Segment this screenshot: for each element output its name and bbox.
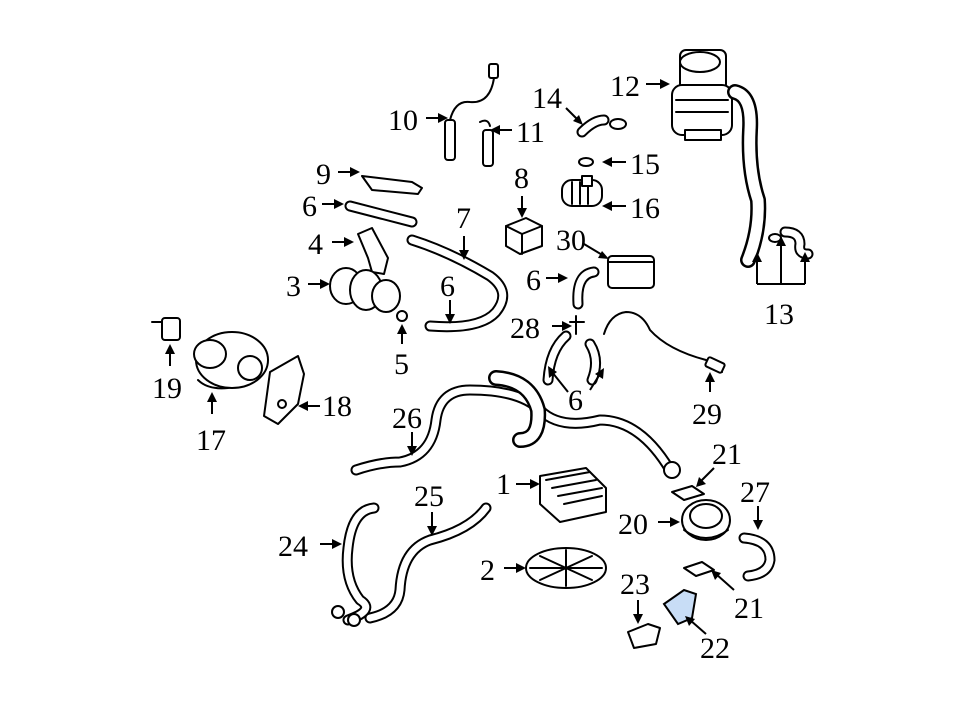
part-9-bracket [361, 175, 423, 195]
part-21-gasket-upper [671, 485, 705, 501]
part-6-hoses-lower [542, 330, 601, 386]
part-7-hose [406, 234, 509, 333]
callout-3: 3 [286, 270, 301, 303]
part-6-tube-straight [344, 200, 418, 228]
part-26-pipe [350, 370, 681, 479]
callout-18: 18 [322, 390, 352, 423]
callout-15: 15 [630, 148, 660, 181]
callout-6-mid: 6 [440, 270, 455, 303]
callout-11: 11 [516, 116, 545, 149]
callout-17: 17 [196, 424, 226, 457]
part-28-tee [569, 315, 585, 335]
callout-20: 20 [618, 508, 648, 541]
part-27-hose [738, 532, 776, 582]
part-8-switch [505, 217, 543, 255]
part-13-hose [727, 84, 814, 285]
callout-22: 22 [700, 632, 730, 665]
callout-14: 14 [532, 82, 562, 115]
callout-10: 10 [388, 104, 418, 137]
callout-25: 25 [414, 480, 444, 513]
part-19-connector [151, 317, 181, 341]
part-5-screw [396, 310, 408, 322]
part-25-pipe [331, 502, 492, 627]
part-21-gasket-lower [683, 561, 715, 577]
callout-24: 24 [278, 530, 308, 563]
part-22-plate[interactable] [662, 588, 698, 626]
callout-19: 19 [152, 372, 182, 405]
part-24-pipe [341, 502, 380, 626]
part-30-solenoid [607, 255, 655, 289]
leader-arrows [165, 79, 763, 635]
part-29-line [603, 311, 726, 374]
callout-1: 1 [496, 468, 511, 501]
callout-29: 29 [692, 398, 722, 431]
callout-9: 9 [316, 158, 331, 191]
part-10-11-sensors [444, 63, 499, 167]
callout-7: 7 [456, 202, 471, 235]
callout-16: 16 [630, 192, 660, 225]
callout-12: 12 [610, 70, 640, 103]
part-6-small-tube [572, 266, 600, 310]
part-20-valve [681, 499, 731, 541]
part-4-bracket [357, 227, 389, 275]
callout-2: 2 [480, 554, 495, 587]
callout-4: 4 [308, 228, 323, 261]
part-12-valve [671, 49, 733, 141]
callout-30: 30 [556, 224, 586, 257]
part-17-air-pump [193, 331, 269, 390]
part-23-bracket [627, 623, 661, 649]
callout-26: 26 [392, 402, 422, 435]
callout-8: 8 [514, 162, 529, 195]
callout-13: 13 [764, 298, 794, 331]
part-2-filter [525, 547, 607, 589]
callout-6-right: 6 [526, 264, 541, 297]
callout-23: 23 [620, 568, 650, 601]
callout-28: 28 [510, 312, 540, 345]
callout-27: 27 [740, 476, 770, 509]
callout-21-lower: 21 [734, 592, 764, 625]
callout-21-upper: 21 [712, 438, 742, 471]
callout-5: 5 [394, 348, 409, 381]
callout-labels: 1 2 3 4 5 6 6 6 6 7 8 9 10 11 12 13 14 1… [152, 70, 794, 665]
callout-6-upper: 6 [302, 190, 317, 223]
callout-6-lower: 6 [568, 384, 583, 417]
part-3-bellows [329, 267, 401, 313]
part-14-16 [561, 114, 627, 207]
part-1-housing [539, 467, 607, 523]
part-18-bracket [263, 355, 305, 425]
